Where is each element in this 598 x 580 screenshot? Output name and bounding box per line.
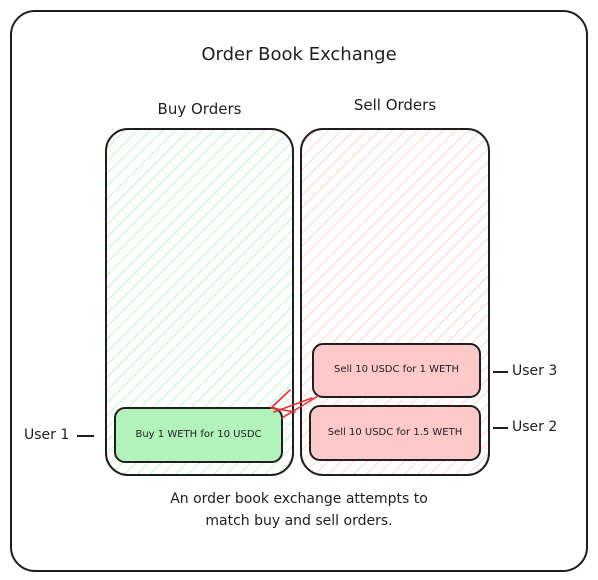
user-1-label: User 1 [24,427,70,443]
caption-line-1: An order book exchange attempts to [170,491,428,507]
sell-order-box-2 [309,405,481,461]
match-arrow [270,389,319,419]
sell-order-text-1: Sell 10 USDC for 1 WETH [334,364,459,375]
buy-order-box [114,407,283,463]
sell-order-text-2: Sell 10 USDC for 1.5 WETH [327,427,463,438]
diagram-title: Order Book Exchange [201,44,397,65]
buy-order-text: Buy 1 WETH for 10 USDC [135,429,262,440]
sell-order-box-1 [312,343,481,398]
buy-orders-column [105,128,294,476]
sell-orders-label: Sell Orders [353,96,437,114]
outer-frame [10,10,588,572]
user-2-label: User 2 [512,419,558,435]
caption-line-2: match buy and sell orders. [205,513,393,529]
user-3-label: User 3 [512,363,558,379]
caption: An order book exchange attempts to match… [100,488,498,532]
buy-orders-label: Buy Orders [157,100,242,118]
